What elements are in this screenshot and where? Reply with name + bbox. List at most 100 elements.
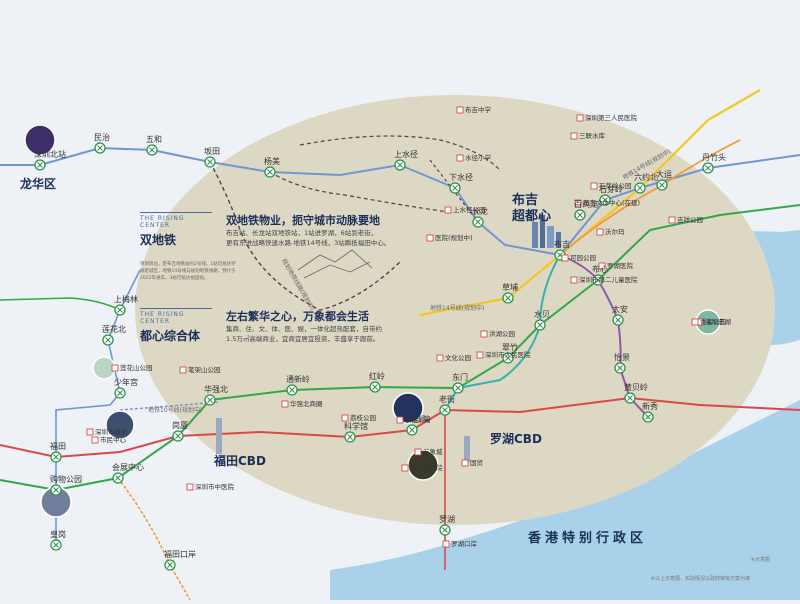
station-glyph bbox=[267, 169, 273, 175]
dual-metro-body: 布吉站、长龙站双地铁站，1站进罗湖，6站到老街， 更有东进战略快速水路-地铁14… bbox=[226, 228, 436, 249]
schematic-note: ※示意图 bbox=[750, 557, 770, 563]
station-marker bbox=[614, 362, 626, 374]
poi-icon bbox=[668, 216, 676, 224]
core-complex-body-line2: 1.5万㎡高端商业，宜商宜居宜投资，丰盛享于跟前。 bbox=[226, 335, 380, 344]
poi-label: 笔架山公园 bbox=[188, 366, 221, 374]
station-label: 黄贝岭 bbox=[624, 383, 648, 392]
station-label: 上梅林 bbox=[114, 295, 138, 304]
poi-icon bbox=[426, 234, 434, 242]
station-label: 怡景 bbox=[614, 353, 630, 362]
poi-icon bbox=[396, 416, 404, 424]
station-label: 皇岗 bbox=[50, 530, 66, 539]
station-marker bbox=[172, 430, 184, 442]
station-label: 会展中心 bbox=[112, 463, 144, 472]
station-layer bbox=[34, 142, 714, 571]
station-glyph bbox=[595, 277, 601, 283]
shenzhen-north-photo bbox=[24, 124, 56, 156]
poi-label: 文化公园 bbox=[445, 354, 471, 362]
core-complex-cn: 都心综合体 bbox=[140, 329, 201, 343]
core-complex-body: 集商、住、文、体、医、娱，一体化超热配套，自带约 1.5万㎡高端商业，宜商宜居宜… bbox=[226, 324, 436, 345]
futian-tower bbox=[216, 418, 222, 454]
poi-icon bbox=[570, 132, 578, 140]
station-marker bbox=[50, 484, 62, 496]
station-glyph bbox=[659, 182, 665, 188]
station-label: 深圳北站 bbox=[34, 150, 66, 159]
station-label: 丹竹头 bbox=[702, 153, 726, 162]
station-marker bbox=[394, 159, 406, 171]
station-label: 五和 bbox=[146, 135, 162, 144]
station-label: 少年宫 bbox=[114, 378, 138, 387]
station-marker bbox=[502, 292, 514, 304]
station-label: 大运 bbox=[656, 170, 672, 179]
station-glyph bbox=[53, 542, 59, 548]
station-label: 草埔 bbox=[502, 283, 518, 292]
poi-label: 莲花山公园 bbox=[120, 364, 153, 372]
poi-label: 布吉文体中心(在建) bbox=[583, 199, 641, 207]
poi-label: 深圳大剧院 bbox=[410, 464, 443, 472]
line10-label: 地铁10号线(规划中) bbox=[148, 407, 203, 414]
core-complex-en: THE RISING CENTER bbox=[140, 308, 212, 325]
station-marker bbox=[50, 539, 62, 551]
guomao-tower bbox=[464, 436, 470, 462]
station-glyph bbox=[627, 395, 633, 401]
station-label: 水贝 bbox=[534, 310, 550, 319]
station-label: 罗湖 bbox=[439, 515, 455, 524]
core-complex-block: THE RISING CENTER 都心综合体 左右繁华之心，万象都会生活 集商… bbox=[140, 308, 440, 344]
station-label: 长龙 bbox=[472, 207, 488, 216]
poi-label: 深圳市政府 bbox=[95, 428, 128, 436]
station-glyph bbox=[207, 159, 213, 165]
station-marker bbox=[146, 144, 158, 156]
station-glyph bbox=[442, 407, 448, 413]
poi-label: 可园公园 bbox=[570, 254, 596, 262]
station-marker bbox=[439, 524, 451, 536]
station-label: 科学馆 bbox=[344, 422, 368, 431]
station-label: 布心 bbox=[592, 265, 608, 274]
station-marker bbox=[502, 352, 514, 364]
station-label: 红岭 bbox=[369, 372, 385, 381]
station-marker bbox=[574, 209, 586, 221]
dual-metro-mini-note: 项目周边，距布吉地铁站约2号线，1站可抵达罗湖老城区，地铁14号线与规划地铁线路… bbox=[140, 262, 236, 281]
planned-line bbox=[209, 161, 401, 311]
station-glyph bbox=[705, 165, 711, 171]
poi-icon bbox=[86, 428, 94, 436]
poi-icon bbox=[570, 276, 578, 284]
station-marker bbox=[114, 387, 126, 399]
station-marker bbox=[286, 384, 298, 396]
station-marker bbox=[702, 162, 714, 174]
core-buildings bbox=[532, 215, 561, 248]
poi-icon bbox=[111, 364, 119, 372]
station-glyph bbox=[505, 295, 511, 301]
station-glyph bbox=[645, 414, 651, 420]
poi-icon bbox=[436, 354, 444, 362]
station-marker bbox=[624, 392, 636, 404]
station-marker bbox=[656, 179, 668, 191]
station-marker bbox=[344, 431, 356, 443]
station-marker bbox=[112, 472, 124, 484]
station-glyph bbox=[289, 387, 295, 393]
station-marker bbox=[642, 411, 654, 423]
planned-line-4 bbox=[429, 159, 479, 223]
dual-metro-body-line1: 布吉站、长龙站双地铁站，1站进罗湖，6站到老街， bbox=[226, 229, 378, 237]
station-marker bbox=[439, 404, 451, 416]
station-label: 新秀 bbox=[642, 402, 658, 411]
station-glyph bbox=[207, 397, 213, 403]
line14-label-left: 地铁14号线(规划中) bbox=[430, 305, 485, 312]
line-red-luobao bbox=[0, 396, 800, 459]
poi-icon bbox=[281, 400, 289, 408]
poi-label: 医院(规划中) bbox=[435, 234, 473, 242]
station-glyph bbox=[615, 317, 621, 323]
station-glyph bbox=[117, 307, 123, 313]
station-marker bbox=[612, 314, 624, 326]
station-marker bbox=[452, 382, 464, 394]
station-label: 百鸽笼 bbox=[574, 200, 598, 209]
planned-line-3 bbox=[299, 135, 501, 171]
poi-icon bbox=[414, 448, 422, 456]
poi-icon bbox=[598, 262, 606, 270]
station-marker bbox=[204, 156, 216, 168]
dual-metro-block: THE RISING CENTER 双地铁 双地铁物业，扼守城市动脉要地 布吉站… bbox=[140, 212, 440, 248]
station-label: 六约北 bbox=[634, 173, 658, 182]
futian-cbd-label: 福田CBD bbox=[214, 454, 266, 468]
poi-icon bbox=[91, 436, 99, 444]
poi-icon bbox=[476, 351, 484, 359]
